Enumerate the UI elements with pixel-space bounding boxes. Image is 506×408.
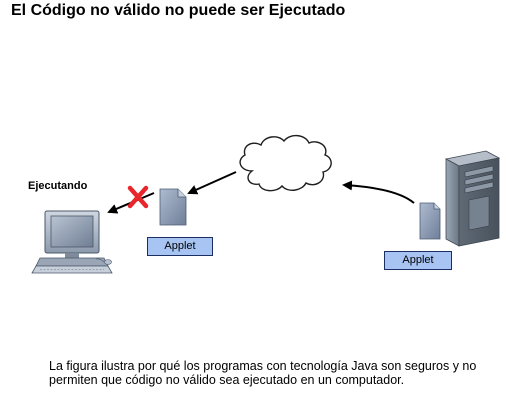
applet-document-icon-left [159, 188, 187, 226]
page-title: El Código no válido no puede ser Ejecuta… [11, 2, 346, 19]
cloud-to-applet-arrow [187, 171, 237, 195]
applet-label-left: Applet [147, 237, 213, 256]
server-to-cloud-arrow [342, 180, 415, 204]
caption-text: La figura ilustra por qué los programas … [49, 359, 477, 387]
applet-document-icon-right [419, 202, 441, 240]
executing-label: Ejecutando [28, 180, 88, 192]
blocked-x-icon [127, 185, 149, 209]
cloud-icon [239, 134, 332, 192]
desktop-computer-icon [31, 210, 113, 274]
server-icon [444, 150, 501, 247]
applet-label-right: Applet [384, 251, 452, 270]
